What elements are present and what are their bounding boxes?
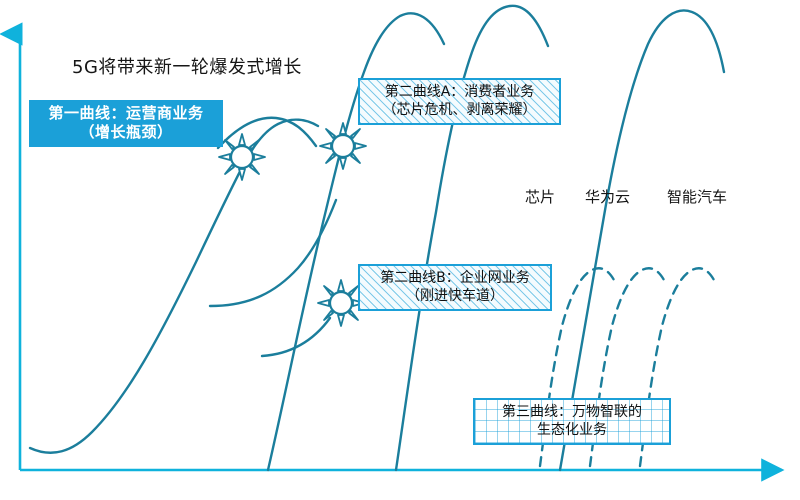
- curve-a-tail: [208, 198, 338, 308]
- callout-third-curve-line1: 第三曲线：万物智联的: [502, 404, 642, 420]
- tag-auto: 智能汽车: [667, 188, 728, 206]
- curve-b-tail: [260, 316, 332, 358]
- callout-second-curve-b: 第二曲线B：企业网业务 （刚进快车道）: [358, 264, 552, 312]
- callout-second-curve-a-line1: 第二曲线A：消费者业务: [384, 84, 535, 100]
- curve-third-solid: [558, 9, 726, 472]
- page-title: 5G将带来新一轮爆发式增长: [72, 57, 302, 78]
- curve-first-plateau: [216, 116, 318, 150]
- callout-third-curve-line2: 生态化业务: [537, 422, 607, 439]
- callout-third-curve: 第三曲线：万物智联的 生态化业务: [473, 398, 671, 446]
- tag-chip: 芯片: [525, 188, 556, 206]
- callout-second-curve-b-line2: （刚进快车道）: [406, 288, 504, 305]
- starburst-first-curve: [217, 132, 267, 182]
- callout-second-curve-b-line1: 第二曲线B：企业网业务: [380, 270, 530, 286]
- callout-second-curve-a-line2: （芯片危机、剥离荣耀）: [382, 102, 537, 119]
- curve-first: [28, 118, 320, 454]
- tag-cloud: 华为云: [585, 188, 631, 206]
- callout-first-curve-line2: （增长瓶颈）: [79, 123, 173, 142]
- starburst-second-curve-a: [318, 121, 368, 171]
- callout-first-curve-line1: 第一曲线：运营商业务: [48, 104, 204, 122]
- callout-second-curve-a: 第二曲线A：消费者业务 （芯片危机、剥离荣耀）: [358, 78, 561, 126]
- callout-first-curve: 第一曲线：运营商业务 （增长瓶颈）: [29, 100, 223, 148]
- curve-a: [266, 12, 446, 472]
